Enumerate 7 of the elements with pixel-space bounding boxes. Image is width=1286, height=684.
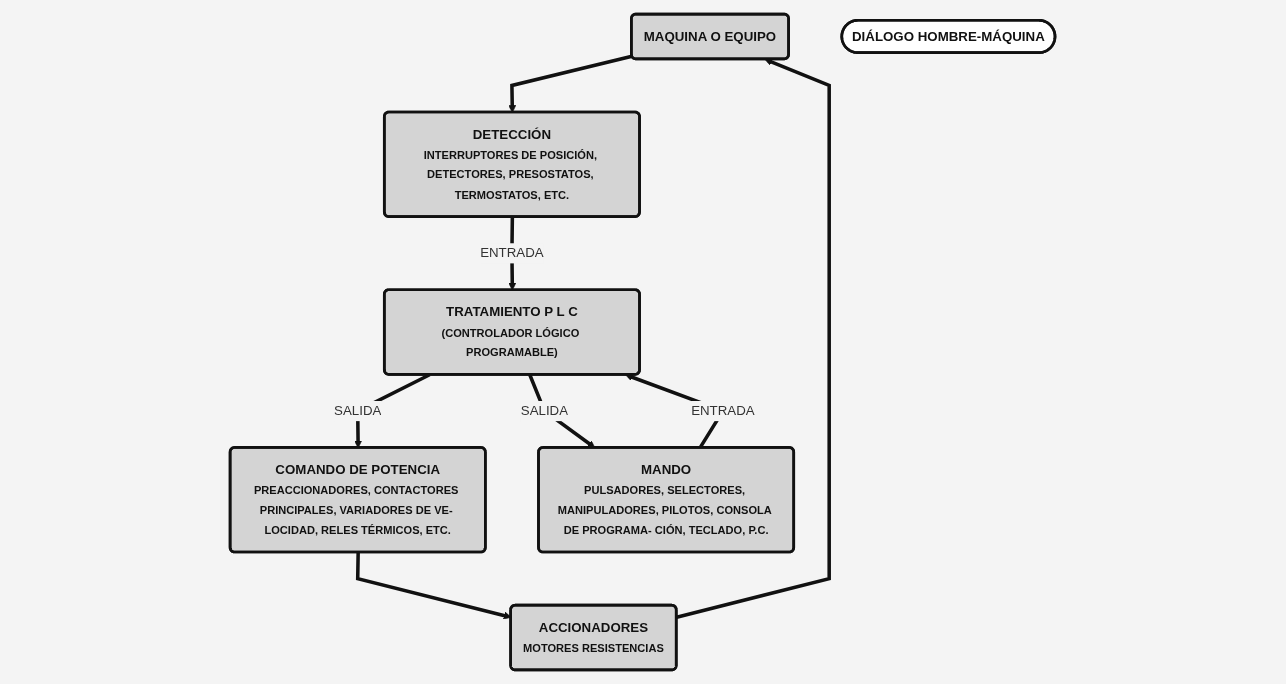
edge-label: SALIDA [334,402,382,418]
arrow [356,552,512,620]
edge-label: SALIDA [521,402,569,418]
arrow [508,54,633,113]
arrow [676,58,832,619]
edge-label: ENTRADA [691,402,756,418]
edge-label: ENTRADA [480,244,545,261]
